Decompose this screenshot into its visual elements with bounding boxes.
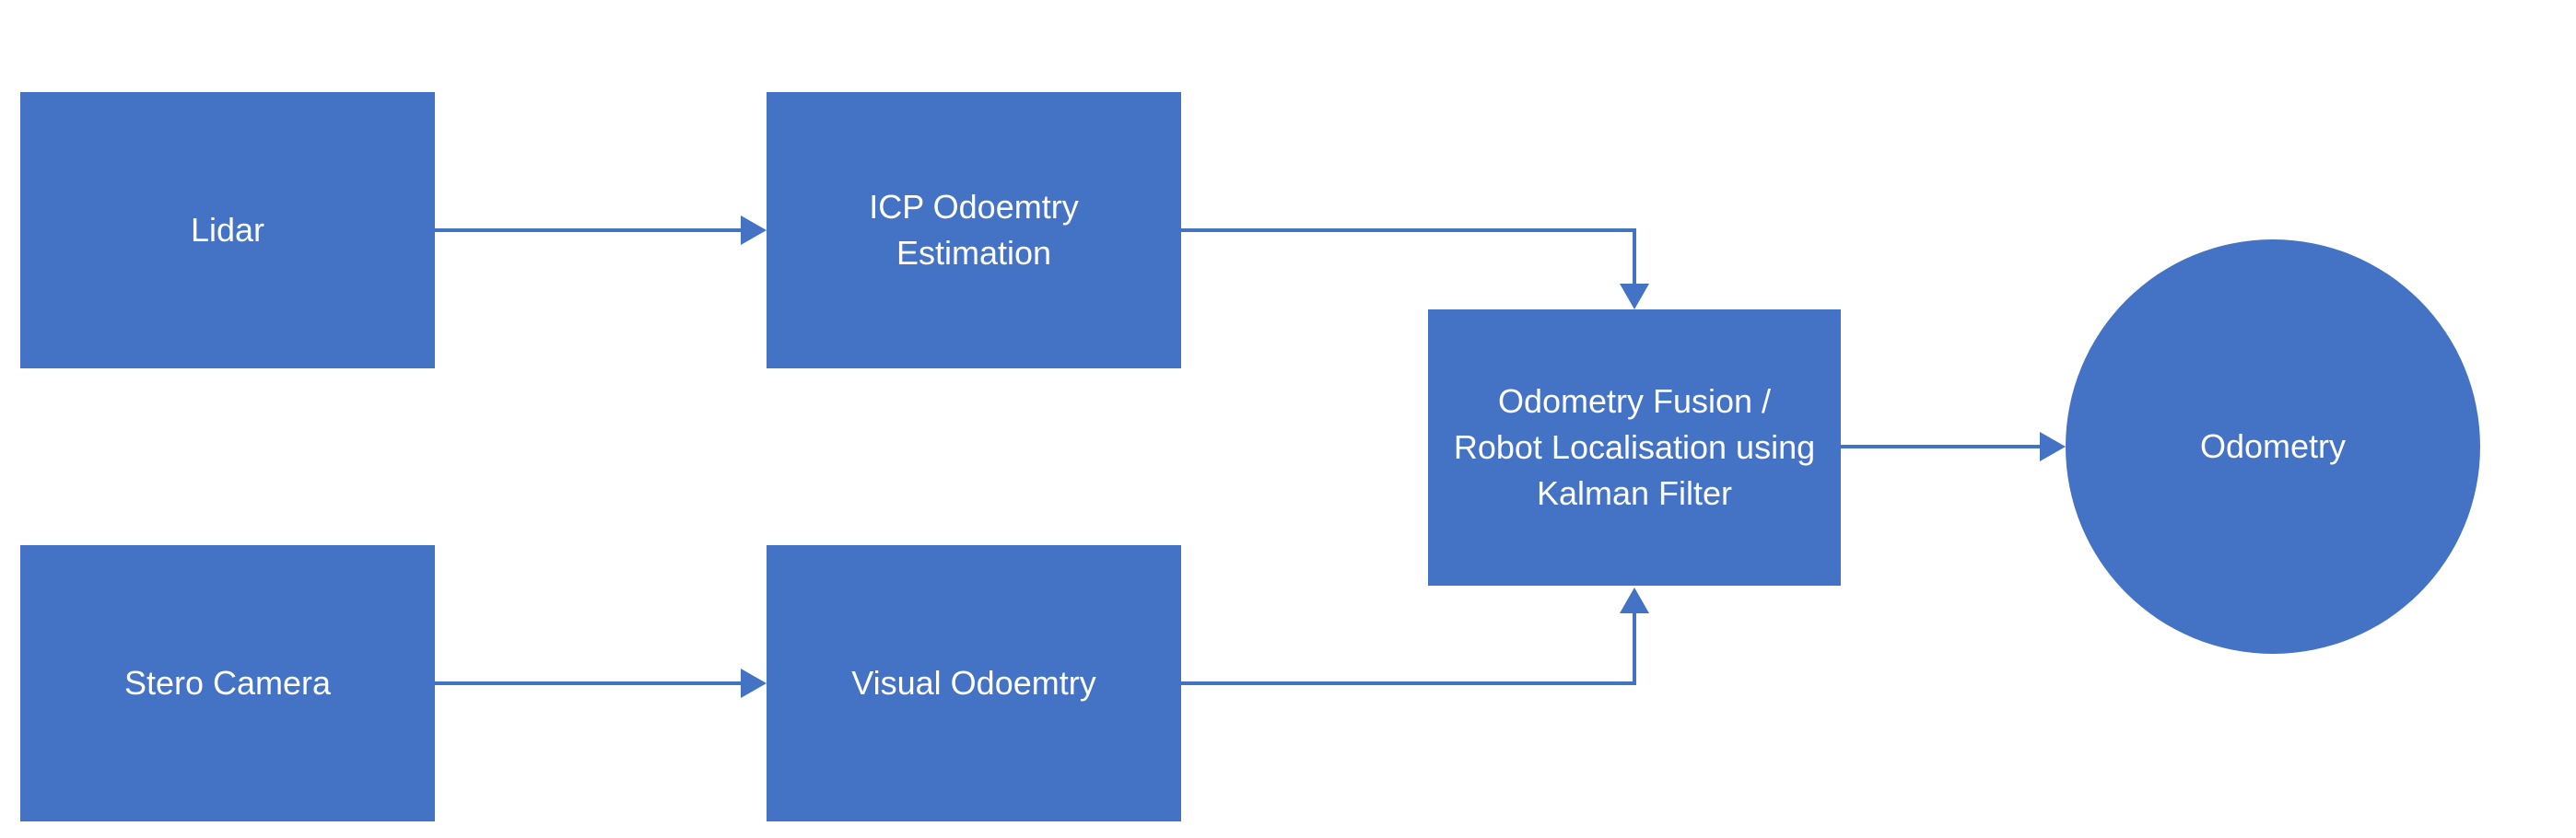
edge-icp-to-fusion — [1181, 228, 1649, 309]
edge-camera-to-visual — [435, 669, 767, 698]
node-lidar: Lidar — [20, 92, 435, 368]
node-odometry-output: Odometry — [2066, 239, 2480, 654]
edge-fusion-to-odometry — [1841, 432, 2066, 461]
node-odometry-output-label: Odometry — [2199, 427, 2347, 465]
node-visual-odometry-label: Visual Odoemtry — [851, 664, 1096, 702]
node-lidar-label: Lidar — [190, 211, 265, 249]
edge-visual-to-fusion — [1181, 588, 1649, 685]
node-odometry-fusion: Odometry Fusion / Robot Localisation usi… — [1428, 309, 1841, 586]
node-visual-odometry: Visual Odoemtry — [767, 545, 1181, 821]
node-icp-odometry: ICP Odoemtry Estimation — [767, 92, 1181, 368]
node-stereo-camera-label: Stero Camera — [123, 664, 332, 702]
node-stereo-camera: Stero Camera — [20, 545, 435, 821]
node-icp-odometry-label: ICP Odoemtry Estimation — [869, 188, 1079, 272]
edge-lidar-to-icp — [435, 215, 767, 245]
node-odometry-fusion-label: Odometry Fusion / Robot Localisation usi… — [1453, 382, 1816, 512]
